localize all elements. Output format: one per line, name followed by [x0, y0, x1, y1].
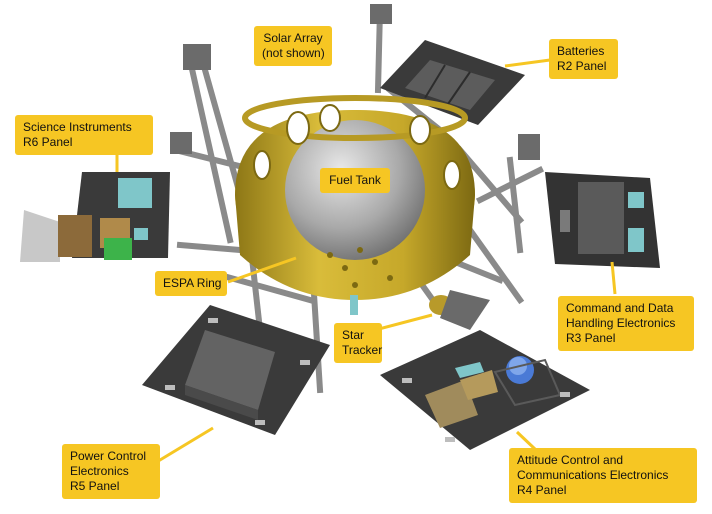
solar-array-label: Solar Array (not shown) [254, 26, 332, 66]
solar-array-line2: (not shown) [262, 46, 325, 60]
science-line1: Science Instruments [23, 120, 132, 134]
cdh-line1: Command and Data [566, 301, 674, 315]
batteries-label: Batteries R2 Panel [549, 39, 618, 79]
power-line3: R5 Panel [70, 479, 120, 493]
batteries-line1: Batteries [557, 44, 605, 58]
main-body [235, 95, 475, 315]
attitude-line1: Attitude Control and [517, 453, 624, 467]
cdh-line2: Handling Electronics [566, 316, 676, 330]
attitude-line3: R4 Panel [517, 483, 567, 497]
espa-ring-label: ESPA Ring [155, 271, 227, 296]
fuel-tank-label: Fuel Tank [320, 168, 390, 193]
cdh-label: Command and Data Handling Electronics R3… [558, 296, 694, 351]
solar-array-line1: Solar Array [263, 31, 323, 45]
power-panel [142, 305, 330, 435]
power-control-label: Power Control Electronics R5 Panel [62, 444, 160, 499]
cdh-line3: R3 Panel [566, 331, 616, 345]
batteries-panel [380, 40, 525, 125]
power-line1: Power Control [70, 449, 147, 463]
cdh-panel [545, 172, 660, 268]
espa-line1: ESPA Ring [163, 276, 222, 290]
star-tracker-line2: Tracker [342, 343, 383, 357]
science-instruments-label: Science Instruments R6 Panel [15, 115, 153, 155]
power-line2: Electronics [70, 464, 129, 478]
attitude-control-label: Attitude Control and Communications Elec… [509, 448, 697, 503]
attitude-panel [380, 330, 590, 450]
attitude-line2: Communications Electronics [517, 468, 669, 482]
leader-lines [115, 58, 617, 465]
star-tracker [429, 290, 490, 330]
science-line2: R6 Panel [23, 135, 73, 149]
star-tracker-line1: Star [342, 328, 365, 342]
batteries-line2: R2 Panel [557, 59, 607, 73]
mast-boxes [170, 4, 540, 160]
star-tracker-label: Star Tracker [334, 323, 382, 363]
science-panel [20, 172, 170, 262]
fuel-tank-line1: Fuel Tank [329, 173, 381, 187]
